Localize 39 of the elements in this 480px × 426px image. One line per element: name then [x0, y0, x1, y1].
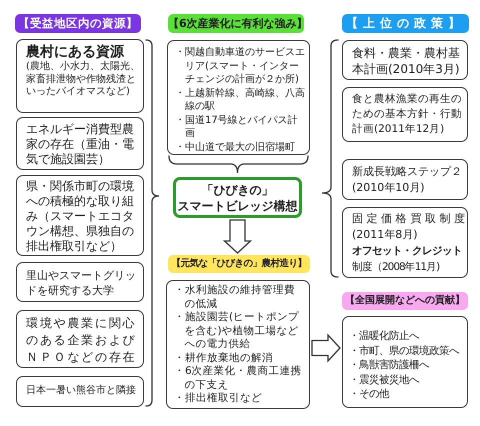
section-heading: 【全国展開などへの貢献】 — [342, 292, 468, 310]
concept-box: 「ひびきの」スマートビレッジ構想 — [173, 177, 302, 218]
box-text: 固定価格買取制度(2011年8月) — [352, 211, 465, 243]
bullet-item: ・鳥獣害防護柵へ — [349, 358, 430, 372]
bullet-item: ・震災被災地へ — [349, 372, 420, 387]
bullet-list-box — [167, 40, 310, 155]
text-box: 日本一暑い熊谷市と隣接 — [16, 376, 144, 407]
bullet-item: ・その他 — [349, 387, 390, 402]
bullet-item: ・温暖化防止へ — [349, 329, 420, 344]
bullet-item: ・上越新幹線、高崎線、八高線の駅 — [175, 86, 305, 114]
bullet-list-box — [166, 280, 310, 409]
hollow-arrow — [222, 219, 252, 254]
text-box: 環境や農業に関心のある企業およびＮＰＯなどの存在 — [16, 310, 144, 368]
section-heading: 【6次産業化に有利な強み】 — [168, 14, 304, 33]
section-heading: 【元気な「ひびきの」農村造り】 — [168, 255, 310, 273]
text-box: エネルギー消費型農家の存在（重油・電気で施設園芸） — [16, 117, 144, 170]
bullet-item: ・市町、県の環境政策へ — [349, 344, 460, 358]
text-box — [16, 39, 144, 113]
text-box — [342, 207, 468, 278]
box-title: 農村にある資源 — [26, 43, 126, 60]
bullet-item: ・排出権取引など — [174, 392, 263, 406]
section-heading: 【上位の政策】 — [342, 14, 469, 33]
text-box: 新成長戦略ステップ２(2010年10月) — [342, 159, 468, 200]
bullet-item: ・耕作放棄地の解消 — [174, 352, 274, 365]
bullet-item: ・水利施設の維持管理費の低減 — [174, 284, 296, 311]
text-box: 県・関係市町の環境への積極的な取り組み（スマートエコタウン構想、県独自の排出権取引など） — [16, 175, 144, 256]
bullet-item: ・国道17号線とバイパス計画 — [175, 114, 299, 140]
box-text: (農地、小水力、太陽光、家畜排泄物や作物残渣といったバイオマスなど) — [26, 61, 140, 98]
hollow-arrow — [311, 333, 341, 363]
bullet-item: ・6次産業化・農商工連携の下支え — [174, 365, 303, 392]
text-box: 食と農林漁業の再生のための基本方針・行動計画(2011年12月) — [342, 87, 468, 142]
text-box: 食料・農業・農村基本計画(2010年3月) — [342, 40, 468, 80]
bullet-list-box — [342, 316, 468, 408]
section-heading: 【受益地区内の資源】 — [15, 14, 141, 33]
text-box: 里山やスマートグリッドを研究する大学 — [16, 262, 144, 302]
bullet-item: ・関越自動車道のサービスエリア(スマート・インターチェンジの計画が２か所) — [175, 46, 305, 86]
bullet-item: ・中山道で最大の旧宿場町 — [175, 140, 296, 154]
box-text: オフセット・クレジット制度（2008年11月) — [352, 244, 463, 275]
bullet-item: ・施設園芸(ヒートポンプを含む)や植物工場などへの電力供給 — [174, 311, 300, 352]
